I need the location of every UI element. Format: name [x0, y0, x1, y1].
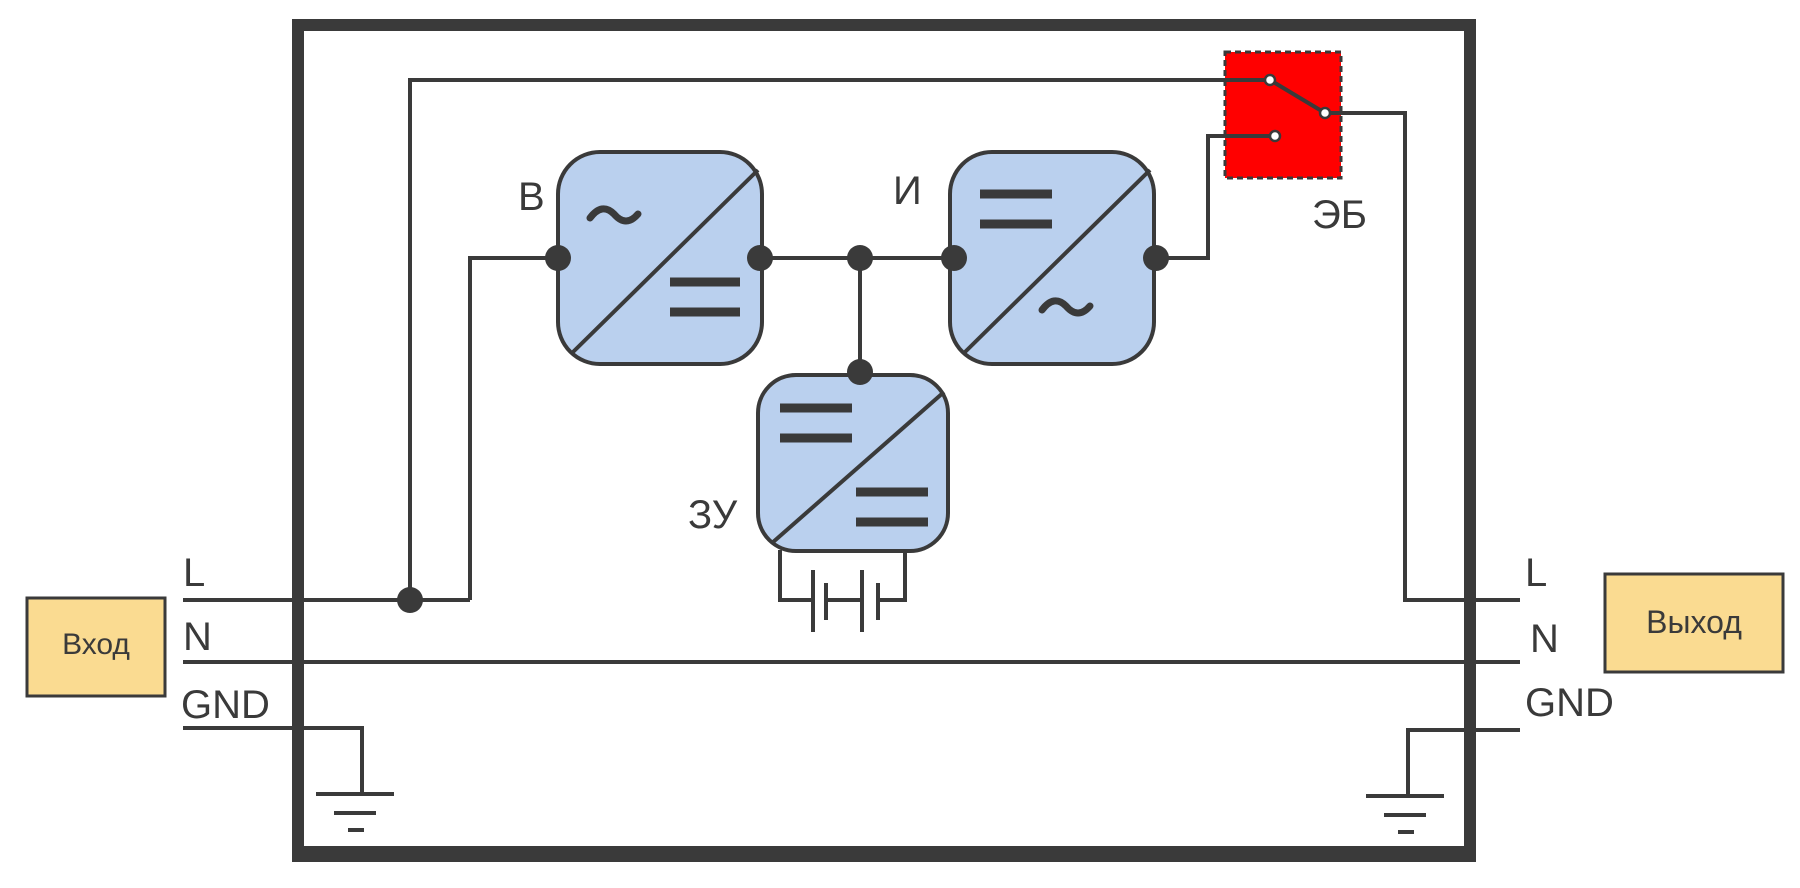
ups-enclosure [292, 19, 1476, 858]
junction-dots [397, 245, 1169, 613]
rectifier-label: В [518, 175, 545, 219]
battery-icon [778, 550, 907, 632]
output-label: Выход [1646, 604, 1742, 640]
input-box: Вход [25, 596, 167, 698]
output-gnd-label: GND [1525, 681, 1614, 725]
bypass-label: ЭБ [1312, 193, 1367, 237]
input-ground-icon [316, 792, 394, 832]
input-gnd-label: GND [181, 683, 270, 727]
inverter-label: И [893, 169, 922, 213]
output-box: Выход [1603, 572, 1785, 674]
output-n-label: N [1530, 617, 1559, 661]
charger-module [756, 373, 950, 553]
inverter-module [948, 150, 1156, 366]
input-l-label: L [183, 551, 205, 595]
output-l-label: L [1525, 551, 1547, 595]
charger-label: ЗУ [688, 493, 738, 537]
output-ground-icon [1366, 794, 1444, 834]
input-label: Вход [62, 628, 130, 661]
dc-bus [760, 256, 954, 372]
rectifier-module [556, 150, 764, 366]
bypass-switch [1223, 50, 1343, 180]
input-n-label: N [183, 615, 212, 659]
